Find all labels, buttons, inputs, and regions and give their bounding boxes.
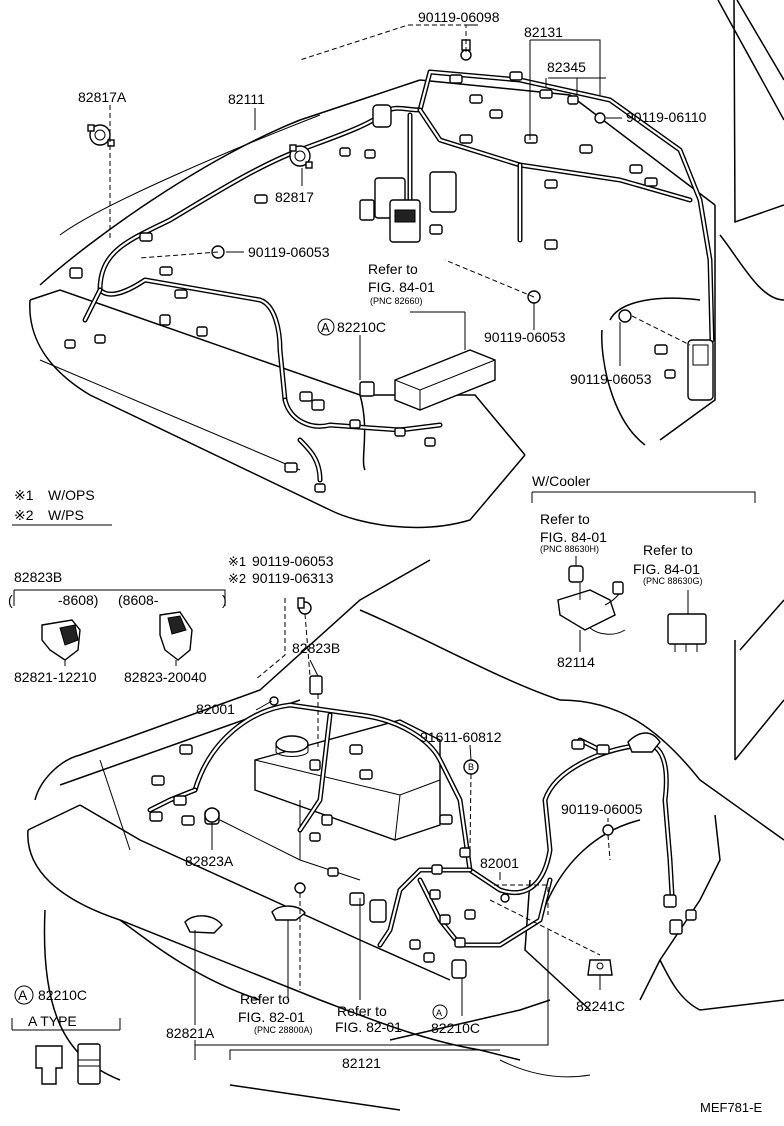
legend-w-ps: W/PS	[48, 507, 84, 523]
top-relay-blocks	[359, 104, 457, 243]
callout-90119-06313: 90119-06313	[252, 570, 334, 586]
bottom-connectors	[149, 732, 697, 963]
cooler-ref1-pnc: (PNC 88630H)	[540, 544, 599, 554]
cooler-ref1-line2: FIG. 84-01	[540, 529, 607, 545]
callout-90119-06053-left: 90119-06053	[248, 244, 330, 260]
grommet-82817A	[87, 124, 115, 147]
callout-90119-06098: 90119-06098	[418, 9, 500, 25]
legend-mark-2: ※2	[14, 507, 34, 523]
refer1-line2: FIG. 82-01	[238, 1009, 305, 1025]
variant-inset: 82823B ( -8608) (8608- ) 82821-12210 828…	[8, 569, 227, 685]
grommet-82817	[289, 144, 313, 169]
refer2-line2: FIG. 82-01	[335, 1019, 402, 1035]
variant-range-2: (8608-	[118, 592, 159, 608]
fuse-type-legend: A 82210C A TYPE	[11, 985, 121, 1085]
callout-82210C-top: 82210C	[337, 319, 386, 335]
legend-w-ops: W/OPS	[48, 487, 95, 503]
marker-b-circle: B	[468, 762, 474, 772]
callout-82131: 82131	[524, 24, 563, 40]
callout-90119-06053-middle: 90119-06053	[484, 329, 566, 345]
variant-bracket-open: (	[8, 592, 13, 608]
variant-callout-82823B: 82823B	[14, 569, 62, 585]
rear-body-outline	[29, 0, 784, 529]
callout-82821-12210: 82821-12210	[14, 669, 97, 685]
cooler-ref1-line1: Refer to	[540, 511, 590, 527]
marker-a-top: A	[317, 318, 335, 336]
callout-82823-20040: 82823-20040	[124, 669, 207, 685]
callout-82821A: 82821A	[166, 1025, 215, 1041]
callout-90119-06005: 90119-06005	[561, 801, 643, 817]
fuse-legend-part: 82210C	[38, 987, 87, 1003]
cooler-title: W/Cooler	[532, 473, 591, 489]
callout-82817: 82817	[275, 189, 314, 205]
variant-bracket-close: )	[222, 592, 227, 608]
refer-fig-label: FIG. 84-01	[368, 279, 435, 295]
cooler-inset: W/Cooler Refer to FIG. 84-01 (PNC 88630H…	[531, 473, 756, 670]
refer1-line1: Refer to	[240, 991, 290, 1007]
bolt-mark-2: ※2	[228, 571, 246, 586]
bottom-leaders	[194, 598, 611, 1060]
engine-block	[204, 719, 441, 881]
bottom-parts: B	[184, 597, 614, 979]
callout-82001-left: 82001	[196, 701, 235, 717]
callout-82111: 82111	[228, 91, 265, 107]
refer1-pnc: (PNC 28800A)	[254, 1025, 313, 1035]
top-leaders	[109, 24, 691, 380]
marker-a-bottom: A	[432, 1004, 448, 1020]
fuse-legend-type: A TYPE	[28, 1013, 77, 1029]
callout-82121: 82121	[342, 1055, 381, 1071]
top-connectors	[64, 71, 676, 493]
svg-text:A: A	[321, 320, 330, 335]
cooler-ref2-pnc: (PNC 88630G)	[643, 576, 703, 586]
top-bolts	[211, 39, 632, 323]
front-body-outline	[27, 559, 784, 1111]
svg-text:A: A	[436, 1008, 442, 1018]
bolt-mark-1: ※1	[228, 554, 246, 569]
figure-code: MEF781-E	[700, 1100, 762, 1115]
callout-82817A: 82817A	[78, 89, 127, 105]
legend-mark-1: ※1	[14, 487, 34, 503]
callout-90119-06053-bottom: 90119-06053	[252, 553, 334, 569]
callout-82823A: 82823A	[185, 853, 234, 869]
callout-82001-right: 82001	[480, 855, 519, 871]
cooler-ref2-line2: FIG. 84-01	[633, 561, 700, 577]
refer2-line1: Refer to	[337, 1003, 387, 1019]
callout-82345: 82345	[547, 59, 586, 75]
refer-pnc-label: (PNC 82660)	[370, 296, 423, 306]
variant-range-1: -8608)	[58, 592, 98, 608]
cooler-ref2-line1: Refer to	[643, 542, 693, 558]
right-body-connector	[687, 339, 714, 401]
callout-82823B-bottom: 82823B	[292, 640, 340, 656]
callout-90119-06110: 90119-06110	[626, 109, 707, 125]
refer-to-label: Refer to	[368, 261, 418, 277]
callout-82241C: 82241C	[576, 998, 625, 1014]
callout-82114: 82114	[557, 654, 595, 670]
fuse-box-82660	[311, 349, 496, 411]
callout-90119-06053-right: 90119-06053	[570, 371, 652, 387]
callout-91611-60812: 91611-60812	[420, 729, 502, 745]
fuse-legend-marker: A	[18, 987, 28, 1003]
callout-82210C-bottom: 82210C	[431, 1020, 480, 1036]
